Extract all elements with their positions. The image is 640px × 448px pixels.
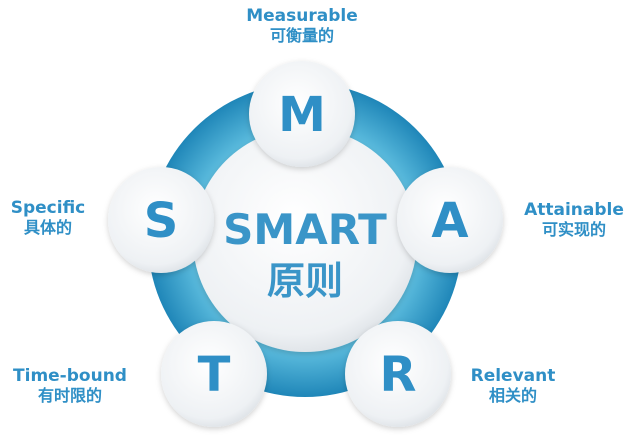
label-time-bound: Time-bound 有时限的 — [0, 366, 140, 406]
center-title: SMART — [223, 205, 387, 254]
label-specific: Specific 具体的 — [0, 198, 96, 238]
label-relevant-zh: 相关的 — [488, 386, 537, 406]
node-r-circle — [345, 321, 451, 427]
node-a-circle — [397, 167, 503, 273]
node-m-letter: M — [278, 87, 326, 143]
label-attainable: Attainable 可实现的 — [510, 200, 638, 240]
node-t-letter: T — [198, 347, 231, 403]
node-t-circle — [161, 321, 267, 427]
label-time-bound-en: Time-bound — [13, 366, 127, 386]
node-r-letter: R — [380, 347, 417, 403]
node-a-letter: A — [431, 193, 468, 249]
label-specific-en: Specific — [10, 198, 86, 218]
label-attainable-zh: 可实现的 — [541, 220, 606, 240]
label-measurable-en: Measurable — [246, 6, 358, 26]
label-relevant-en: Relevant — [470, 366, 556, 386]
center-circle — [193, 128, 417, 352]
node-m-circle — [249, 61, 355, 167]
label-measurable-zh: 可衡量的 — [269, 26, 334, 46]
node-s-letter: S — [144, 193, 179, 249]
node-s-circle — [108, 167, 214, 273]
label-relevant: Relevant 相关的 — [458, 366, 568, 406]
center-subtitle: 原则 — [267, 259, 343, 303]
label-time-bound-zh: 有时限的 — [37, 386, 102, 406]
label-measurable: Measurable 可衡量的 — [222, 6, 382, 46]
label-attainable-en: Attainable — [524, 200, 624, 220]
label-specific-zh: 具体的 — [23, 218, 72, 238]
